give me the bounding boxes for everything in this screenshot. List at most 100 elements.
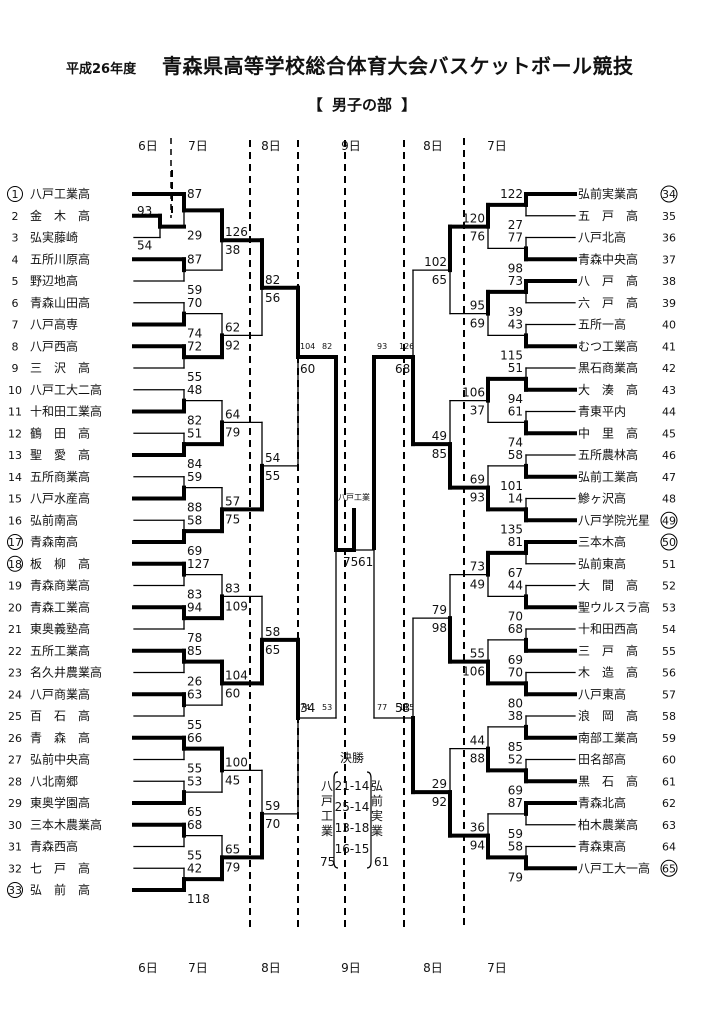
team-name: 青森西高 xyxy=(30,839,78,854)
team-name: 鶴 田 高 xyxy=(30,425,90,440)
team-number: 54 xyxy=(662,623,676,636)
team-name: 五所川原高 xyxy=(30,251,90,266)
score-label: 58 xyxy=(508,840,523,854)
team-name: 百 石 高 xyxy=(30,708,90,723)
final-left-team-char: 工 xyxy=(321,809,333,823)
score-label: 79 xyxy=(432,603,447,617)
score-label: 69 xyxy=(508,783,523,797)
score-label: 79 xyxy=(508,870,523,884)
score-label: 74 xyxy=(187,327,202,341)
score-label: 55 xyxy=(187,370,202,384)
score-label: 68 xyxy=(187,818,202,832)
team-number: 53 xyxy=(662,601,676,614)
final-period-score: 16-15 xyxy=(335,842,370,856)
score-label: 57 xyxy=(225,494,240,508)
team-number: 65 xyxy=(662,862,676,875)
score-label: 34 xyxy=(300,701,315,715)
score-label: 84 xyxy=(187,457,202,471)
team-number: 30 xyxy=(8,819,22,832)
team-name: 弘実藤崎 xyxy=(30,230,78,245)
day-label-top: 7日 xyxy=(188,139,208,153)
team-number: 16 xyxy=(8,514,22,527)
team-number: 63 xyxy=(662,819,676,832)
score-label: 70 xyxy=(508,666,523,680)
team-name: 五所一高 xyxy=(578,317,626,332)
score-label: 93 xyxy=(470,491,485,505)
team-number: 51 xyxy=(662,558,676,571)
score-label: 98 xyxy=(432,621,447,635)
team-name: 弘前工業高 xyxy=(578,469,638,484)
score-label: 44 xyxy=(508,579,523,593)
score-label: 43 xyxy=(508,318,523,332)
score-label: 59 xyxy=(265,799,280,813)
division-title: 【 男子の部 】 xyxy=(0,94,724,115)
score-label: 82 xyxy=(187,414,202,428)
score-label: 55 xyxy=(187,762,202,776)
score-label: 74 xyxy=(508,435,523,449)
seed-circle xyxy=(660,511,678,529)
day-label-bottom: 9日 xyxy=(341,961,361,975)
score-label: 58 xyxy=(265,625,280,639)
score-label: 54 xyxy=(265,451,280,465)
final-right-team-char: 弘 xyxy=(371,779,383,793)
score-label: 92 xyxy=(432,795,447,809)
score-label: 27 xyxy=(508,218,523,232)
team-name: 青森東高 xyxy=(578,839,626,854)
final-score-left: 75 xyxy=(343,555,358,569)
final-period-score: 25-14 xyxy=(335,800,370,814)
team-number: 6 xyxy=(12,297,19,310)
title-year: 平成26年度 xyxy=(66,62,137,77)
team-number: 57 xyxy=(662,688,676,701)
team-name: 板 柳 高 xyxy=(30,556,90,571)
team-name: 八戸北高 xyxy=(578,230,626,245)
team-number: 61 xyxy=(662,775,676,788)
seed-circle xyxy=(7,534,23,550)
champion-label: 八戸工業 xyxy=(338,492,370,502)
day-label-bottom: 8日 xyxy=(261,961,281,975)
team-number: 21 xyxy=(8,623,22,636)
score-label: 59 xyxy=(187,283,202,297)
score-label: 14 xyxy=(508,492,523,506)
score-label: 53 xyxy=(395,701,410,715)
division-label: 男子の部 xyxy=(331,96,392,114)
team-number: 10 xyxy=(8,384,22,397)
score-label: 68 xyxy=(395,362,410,376)
team-name: 野辺地高 xyxy=(30,273,78,288)
score-label: 48 xyxy=(187,383,202,397)
score-label: 70 xyxy=(508,609,523,623)
team-number: 13 xyxy=(8,449,22,462)
day-label-top: 9日 xyxy=(341,139,361,153)
team-number: 58 xyxy=(662,710,676,723)
division-open-bracket: 【 xyxy=(307,96,323,114)
team-name: 八 戸 高 xyxy=(578,273,638,288)
team-name: 鰺ヶ沢高 xyxy=(578,491,626,506)
score-label: 87 xyxy=(187,252,202,266)
team-number: 62 xyxy=(662,797,676,810)
final-total-left: 75 xyxy=(320,855,335,869)
score-label: 64 xyxy=(225,407,240,421)
team-number: 14 xyxy=(8,471,22,484)
team-number: 27 xyxy=(8,754,22,767)
score-label: 115 xyxy=(500,348,523,362)
team-name: 弘前中央高 xyxy=(30,752,90,767)
score-label: 69 xyxy=(470,473,485,487)
team-name: 青 森 高 xyxy=(30,730,90,745)
team-name: 弘前東高 xyxy=(578,556,626,571)
score-label: 87 xyxy=(187,187,202,201)
score-label: 98 xyxy=(508,261,523,275)
team-number: 33 xyxy=(8,884,22,897)
team-number: 44 xyxy=(662,406,676,419)
team-name: むつ工業高 xyxy=(578,338,638,353)
team-number: 37 xyxy=(662,253,676,266)
score-label: 88 xyxy=(187,501,202,515)
score-label: 60 xyxy=(300,362,315,376)
final-right-team-char: 前 xyxy=(371,793,383,808)
team-name: 大 湊 高 xyxy=(578,382,638,397)
team-number: 31 xyxy=(8,841,22,854)
team-name: 五 戸 高 xyxy=(578,208,638,223)
score-label: 38 xyxy=(508,709,523,723)
team-number: 19 xyxy=(8,580,22,593)
score-label: 69 xyxy=(187,544,202,558)
score-label: 104 xyxy=(300,342,315,351)
team-name: 八戸学院光星 xyxy=(578,512,650,527)
